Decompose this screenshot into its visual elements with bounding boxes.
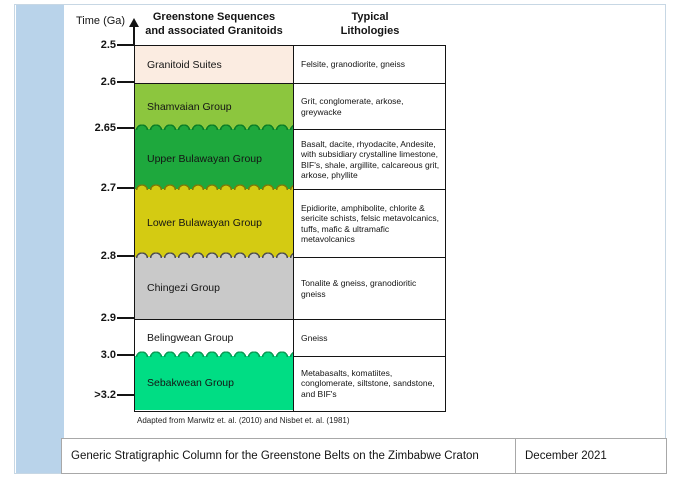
tick-label: 2.65: [94, 122, 116, 134]
lithology-text: Gneiss: [301, 332, 328, 343]
lithology-box: Tonalite & gneiss, granodioritic gneiss: [294, 257, 445, 319]
time-tick: 3.0: [70, 348, 135, 362]
time-tick: 2.7: [70, 181, 135, 195]
band-label: Shamvaian Group: [147, 100, 232, 113]
tick-line: [117, 394, 135, 396]
lithology-text: Basalt, dacite, rhyodacite, Andesite, wi…: [301, 139, 440, 180]
tick-line: [117, 44, 135, 46]
time-tick: 2.9: [70, 311, 135, 325]
caption-title: Generic Stratigraphic Column for the Gre…: [62, 439, 516, 473]
strat-band: Belingwean Group: [135, 319, 293, 356]
lithology-text: Metabasalts, komatiites, conglomerate, s…: [301, 368, 435, 399]
strat-column: Granitoid Suites Shamvaian Group Upper B…: [134, 45, 294, 412]
time-axis-label: Time (Ga): [76, 15, 126, 27]
caption-bar: Generic Stratigraphic Column for the Gre…: [61, 438, 667, 474]
lithology-column: Felsite, granodiorite, gneiss Grit, cong…: [294, 45, 446, 412]
lithology-text: Epidiorite, amphibolite, chlorite & seri…: [301, 203, 439, 244]
tick-label: >3.2: [94, 389, 116, 401]
time-axis-arrow: [133, 26, 135, 46]
time-tick: 2.5: [70, 38, 135, 52]
left-accent-band: [16, 5, 64, 473]
band-label: Upper Bulawayan Group: [147, 153, 262, 165]
lithology-text: Tonalite & gneiss, granodioritic gneiss: [301, 278, 417, 299]
footnote: Adapted from Marwitz et. al. (2010) and …: [137, 416, 350, 425]
tick-label: 2.9: [100, 312, 116, 324]
band-label: Chingezi Group: [147, 282, 220, 294]
tick-label: 3.0: [100, 349, 116, 361]
time-tick: 2.6: [70, 75, 135, 89]
tick-line: [117, 81, 135, 83]
time-tick: 2.65: [70, 121, 135, 135]
band-label: Lower Bulawayan Group: [147, 217, 262, 229]
lithology-text: Grit, conglomerate, arkose, greywacke: [301, 96, 404, 117]
lithology-box: Grit, conglomerate, arkose, greywacke: [294, 83, 445, 129]
strat-band: Shamvaian Group: [135, 83, 293, 129]
band-label: Granitoid Suites: [147, 58, 222, 71]
tick-line: [117, 187, 135, 189]
lithology-box: Felsite, granodiorite, gneiss: [294, 46, 445, 83]
time-tick: >3.2: [70, 388, 135, 402]
tick-label: 2.8: [100, 250, 116, 262]
strat-band: Sebakwean Group: [135, 349, 293, 410]
strat-band: Granitoid Suites: [135, 46, 293, 83]
tick-rail: 2.5 2.6 2.65 2.7 2.8 2.9 3.0 >3.2: [70, 39, 135, 412]
tick-label: 2.5: [100, 39, 116, 51]
lithology-text: Felsite, granodiorite, gneiss: [301, 59, 405, 70]
band-label: Belingwean Group: [147, 332, 234, 344]
strat-band: Chingezi Group: [135, 250, 293, 319]
column-header-lithologies: Typical Lithologies: [340, 11, 400, 37]
tick-label: 2.6: [100, 76, 116, 88]
lithology-box: Metabasalts, komatiites, conglomerate, s…: [294, 356, 445, 410]
tick-label: 2.7: [100, 182, 116, 194]
column-header-greenstone: Greenstone Sequences and associated Gran…: [145, 11, 283, 37]
tick-line: [117, 127, 135, 129]
arrow-up-icon: [129, 18, 139, 27]
lithology-box: Basalt, dacite, rhyodacite, Andesite, wi…: [294, 129, 445, 189]
lithology-box: Epidiorite, amphibolite, chlorite & seri…: [294, 189, 445, 257]
strat-band: Upper Bulawayan Group: [135, 122, 293, 189]
strat-band: Lower Bulawayan Group: [135, 182, 293, 257]
tick-line: [117, 317, 135, 319]
tick-line: [117, 255, 135, 257]
caption-date: December 2021: [525, 450, 607, 462]
time-tick: 2.8: [70, 249, 135, 263]
tick-line: [117, 354, 135, 356]
band-label: Sebakwean Group: [147, 377, 234, 389]
lithology-box: Gneiss: [294, 319, 445, 356]
